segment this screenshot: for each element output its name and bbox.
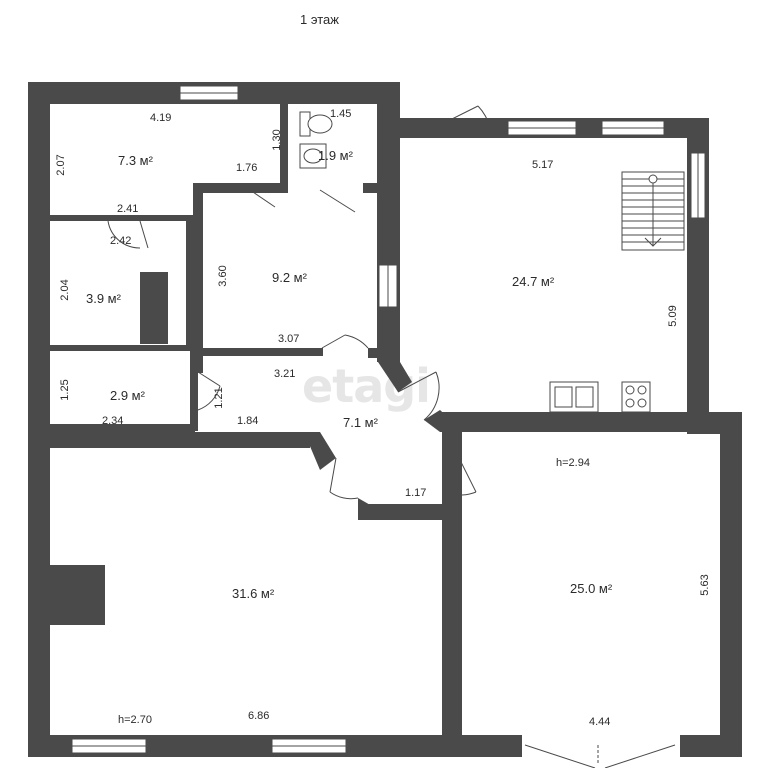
room-area: 25.0 м² xyxy=(570,581,613,596)
dimension-label: 6.86 xyxy=(248,710,269,722)
kitchen-sink-icon xyxy=(549,381,599,413)
door-big-room xyxy=(329,457,337,493)
room-area: 24.7 м² xyxy=(512,274,555,289)
room-area: 7.3 м² xyxy=(118,153,154,168)
dimension-label: 5.63 xyxy=(699,574,711,595)
dimension-label: 1.25 xyxy=(59,379,71,400)
doors xyxy=(107,105,676,768)
dimension-label: 1.45 xyxy=(330,108,351,120)
door-room-9 xyxy=(249,189,276,208)
door-terrace-right xyxy=(604,744,676,768)
dimension-label: 2.42 xyxy=(110,235,131,247)
dimension-label: 3.60 xyxy=(217,265,229,286)
watermark: etagi xyxy=(302,359,430,413)
room-area: 3.9 м² xyxy=(86,291,122,306)
dimension-label: 1.30 xyxy=(271,129,283,150)
room-area: 7.1 м² xyxy=(343,415,379,430)
door-room-6 xyxy=(197,371,221,387)
ceiling-height-label: h=2.94 xyxy=(556,457,590,469)
dimension-label: 1.21 xyxy=(213,387,225,408)
door-room-25 xyxy=(454,449,477,493)
room-area: 2.9 м² xyxy=(110,388,146,403)
dimension-label: 5.09 xyxy=(667,305,679,326)
dimension-label: 4.44 xyxy=(589,716,610,728)
stairs-icon xyxy=(621,171,685,251)
entry-door xyxy=(433,105,479,129)
door-corridor xyxy=(321,334,346,349)
fixtures xyxy=(299,111,685,413)
dimension-label: 4.19 xyxy=(150,112,171,124)
toilet-icon xyxy=(307,114,333,134)
dimension-label: 3.21 xyxy=(274,368,295,380)
dimension-label: 2.07 xyxy=(55,154,67,175)
windows xyxy=(71,85,706,754)
door-terrace-left xyxy=(524,744,596,768)
room-area: 9.2 м² xyxy=(272,270,308,285)
door-wc xyxy=(319,189,356,213)
floor-title: 1 этаж xyxy=(300,12,339,27)
dimension-label: 2.41 xyxy=(117,203,138,215)
dimension-label: 3.07 xyxy=(278,333,299,345)
dimension-labels: 4.19 2.07 1.30 1.76 1.45 2.41 2.42 2.04 … xyxy=(55,108,711,728)
door-kitchen xyxy=(397,371,437,393)
dimension-label: 1.76 xyxy=(236,162,257,174)
dimension-label: 5.17 xyxy=(532,159,553,171)
room-area: 31.6 м² xyxy=(232,586,275,601)
dimension-label: 2.34 xyxy=(102,415,123,427)
ceiling-height-label: h=2.70 xyxy=(118,714,152,726)
room-area: 1.9 м² xyxy=(318,148,354,163)
stove-icon xyxy=(621,381,651,413)
room-areas: 7.3 м² 1.9 м² 3.9 м² 9.2 м² 24.7 м² 2.9 … xyxy=(86,148,613,601)
dimension-label: 2.04 xyxy=(59,279,71,300)
door-room-3 xyxy=(139,220,149,249)
dimension-label: 1.84 xyxy=(237,415,258,427)
dimension-label: 1.17 xyxy=(405,487,426,499)
